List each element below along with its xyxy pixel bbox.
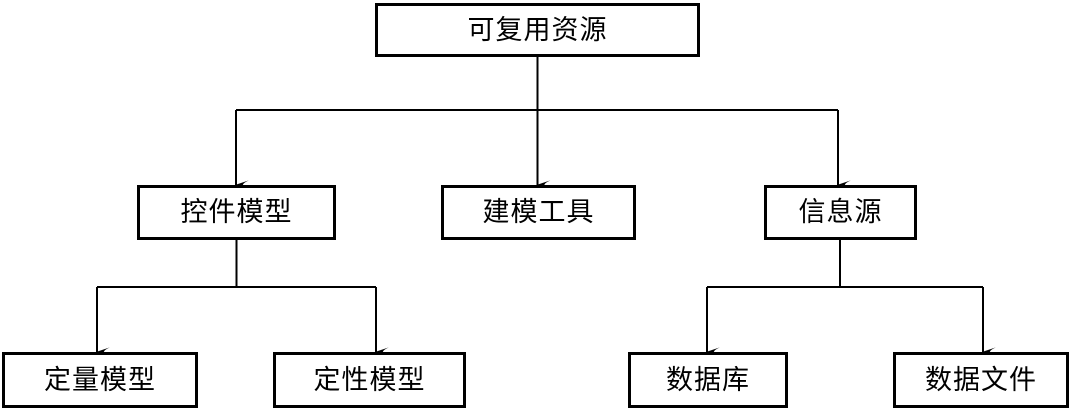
node-label: 定量模型 [44,364,156,396]
node-modeling-tool[interactable]: 建模工具 [441,185,636,240]
node-information-source[interactable]: 信息源 [764,185,917,240]
node-quantitative-model[interactable]: 定量模型 [2,352,198,408]
node-reusable-resources[interactable]: 可复用资源 [375,3,700,57]
node-label: 数据库 [666,364,750,396]
node-label: 定性模型 [313,364,426,396]
node-label: 可复用资源 [467,14,608,46]
edge-information-source-to-children [706,240,996,357]
node-qualitative-model[interactable]: 定性模型 [273,352,466,408]
node-database[interactable]: 数据库 [628,352,788,408]
node-label: 数据文件 [925,364,1037,396]
edge-control-model-to-children [96,240,389,357]
node-label: 控件模型 [180,197,293,228]
node-data-file[interactable]: 数据文件 [893,352,1069,408]
node-label: 建模工具 [482,197,595,228]
edge-root-to-children [235,57,851,190]
node-control-model[interactable]: 控件模型 [137,185,336,240]
node-label: 信息源 [798,197,883,228]
